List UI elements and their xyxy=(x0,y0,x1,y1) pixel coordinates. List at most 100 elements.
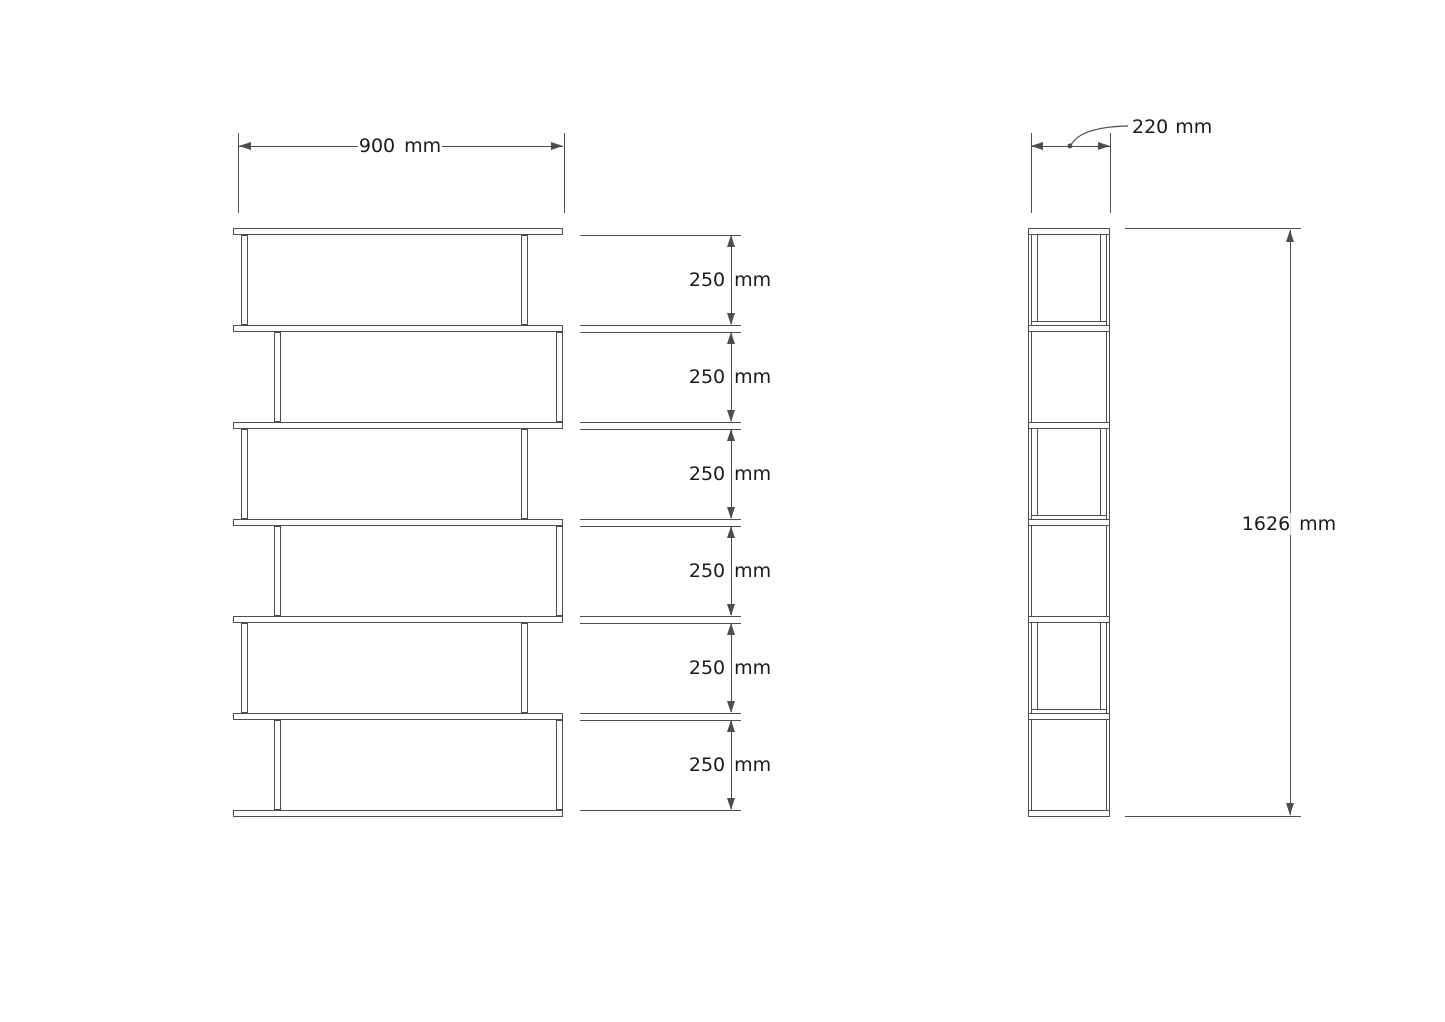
dimension-arrow-icon xyxy=(727,701,735,713)
height-dimension-label: 1626 mm xyxy=(1240,513,1338,535)
gap-dimension-label: 250 mm xyxy=(687,269,773,291)
gap-dimension-label: 250 mm xyxy=(687,366,773,388)
side-view-inset-panel-base xyxy=(1031,515,1106,516)
front-view-side-panel xyxy=(241,235,248,325)
side-view-shelf-board xyxy=(1028,325,1110,332)
side-view-inset-panel-edge xyxy=(1100,235,1101,321)
extension-line xyxy=(580,810,741,811)
front-view-shelf-board xyxy=(233,810,563,817)
gap-unit: mm xyxy=(733,657,773,679)
side-view-inset-panel-edge xyxy=(1100,429,1101,515)
front-view-side-panel xyxy=(556,332,563,422)
extension-line xyxy=(580,713,741,714)
side-view-inset-panel-base xyxy=(1031,321,1106,322)
front-view-side-panel xyxy=(556,526,563,616)
dimension-line xyxy=(731,333,732,421)
dimension-line xyxy=(731,430,732,518)
gap-dimension-label: 250 mm xyxy=(687,560,773,582)
dimension-arrow-icon xyxy=(727,235,735,247)
dimension-arrow-icon xyxy=(727,507,735,519)
extension-line xyxy=(580,720,741,721)
extension-line xyxy=(1031,133,1032,213)
height-value: 1626 xyxy=(1240,513,1292,535)
width-dimension-label: 900 mm xyxy=(357,135,443,157)
gap-value: 250 xyxy=(687,754,727,776)
side-view-shelf-board xyxy=(1028,228,1110,235)
dimension-arrow-icon xyxy=(1098,142,1110,150)
depth-dimension-label: 220 mm xyxy=(1132,116,1212,138)
dimension-line xyxy=(731,624,732,712)
dimension-arrow-icon xyxy=(727,798,735,810)
extension-line xyxy=(238,133,239,213)
side-view-shelf-board xyxy=(1028,616,1110,623)
dimension-arrow-icon xyxy=(727,332,735,344)
front-view-side-panel xyxy=(521,235,528,325)
dimension-line xyxy=(239,146,361,147)
side-view-shelf-board xyxy=(1028,713,1110,720)
dimension-arrow-icon xyxy=(551,142,563,150)
dimension-arrow-icon xyxy=(1031,142,1043,150)
dimension-arrow-icon xyxy=(1286,230,1294,242)
front-view-shelf-board xyxy=(233,325,563,332)
width-value: 900 xyxy=(357,135,397,157)
extension-line xyxy=(580,429,741,430)
gap-unit: mm xyxy=(733,754,773,776)
extension-line xyxy=(580,526,741,527)
extension-line xyxy=(580,422,741,423)
dimension-line xyxy=(731,236,732,324)
side-view-inset-panel-edge xyxy=(1037,429,1038,515)
dimension-arrow-icon xyxy=(1286,803,1294,815)
front-view-side-panel xyxy=(521,623,528,713)
dimension-arrow-icon xyxy=(239,142,251,150)
side-view-inset-panel-base xyxy=(1031,709,1106,710)
front-view-side-panel xyxy=(241,429,248,519)
dimension-arrow-icon xyxy=(727,429,735,441)
front-view-side-panel xyxy=(241,623,248,713)
front-view-shelf-board xyxy=(233,713,563,720)
front-view-shelf-board xyxy=(233,228,563,235)
depth-value: 220 xyxy=(1132,116,1169,138)
front-view-side-panel xyxy=(556,720,563,810)
dimension-arrow-icon xyxy=(727,623,735,635)
extension-line xyxy=(580,332,741,333)
gap-unit: mm xyxy=(733,366,773,388)
gap-dimension-label: 250 mm xyxy=(687,657,773,679)
extension-line xyxy=(580,519,741,520)
extension-line xyxy=(580,616,741,617)
gap-value: 250 xyxy=(687,463,727,485)
front-view-shelf-board xyxy=(233,616,563,623)
front-view-side-panel xyxy=(521,429,528,519)
gap-dimension-label: 250 mm xyxy=(687,463,773,485)
dimension-arrow-icon xyxy=(727,313,735,325)
side-view-inset-panel-edge xyxy=(1037,623,1038,709)
dimension-line xyxy=(731,527,732,615)
gap-value: 250 xyxy=(687,269,727,291)
dimension-arrow-icon xyxy=(727,526,735,538)
dimension-line xyxy=(439,146,563,147)
front-view-side-panel xyxy=(274,720,281,810)
height-unit: mm xyxy=(1298,513,1338,535)
width-unit: mm xyxy=(403,135,443,157)
front-view-shelf-board xyxy=(233,519,563,526)
dimension-arrow-icon xyxy=(727,720,735,732)
gap-dimension-label: 250 mm xyxy=(687,754,773,776)
gap-unit: mm xyxy=(733,463,773,485)
depth-unit: mm xyxy=(1175,116,1213,138)
dimension-line xyxy=(731,721,732,809)
extension-line xyxy=(1125,816,1301,817)
extension-line xyxy=(580,325,741,326)
side-view-shelf-board xyxy=(1028,519,1110,526)
dimension-arrow-icon xyxy=(727,410,735,422)
gap-value: 250 xyxy=(687,560,727,582)
gap-value: 250 xyxy=(687,366,727,388)
side-view-shelf-board xyxy=(1028,810,1110,817)
extension-line xyxy=(1110,133,1111,213)
extension-line xyxy=(580,623,741,624)
side-view-inset-panel-edge xyxy=(1100,623,1101,709)
extension-line xyxy=(564,133,565,213)
side-view-inset-panel-edge xyxy=(1037,235,1038,321)
gap-unit: mm xyxy=(733,269,773,291)
gap-unit: mm xyxy=(733,560,773,582)
extension-line xyxy=(1125,228,1301,229)
front-view-shelf-board xyxy=(233,422,563,429)
